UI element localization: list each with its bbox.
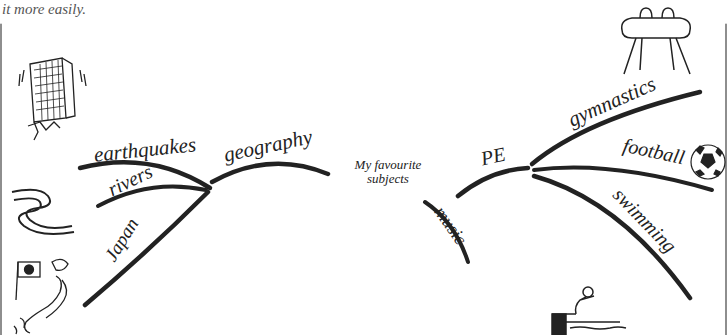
japan-map-icon: [14, 259, 68, 334]
branch-label: gymnastics: [565, 72, 660, 131]
branch-line: [458, 168, 528, 196]
page-text: it more easily.: [2, 1, 86, 18]
diving-icon: [552, 287, 626, 335]
branch-line: [534, 176, 690, 298]
branch-label: football: [621, 134, 686, 168]
branch-line: [212, 164, 328, 182]
building-icon: [19, 58, 86, 140]
branch-label: PE: [479, 143, 507, 170]
branch-label: music: [430, 203, 470, 249]
branch-line: [85, 192, 208, 305]
branch-label: geography: [222, 125, 315, 166]
football-icon: [691, 145, 725, 179]
pommel-horse-icon: [622, 8, 691, 74]
central-topic: My favourite subjects: [338, 158, 438, 187]
river-icon: [12, 190, 74, 234]
